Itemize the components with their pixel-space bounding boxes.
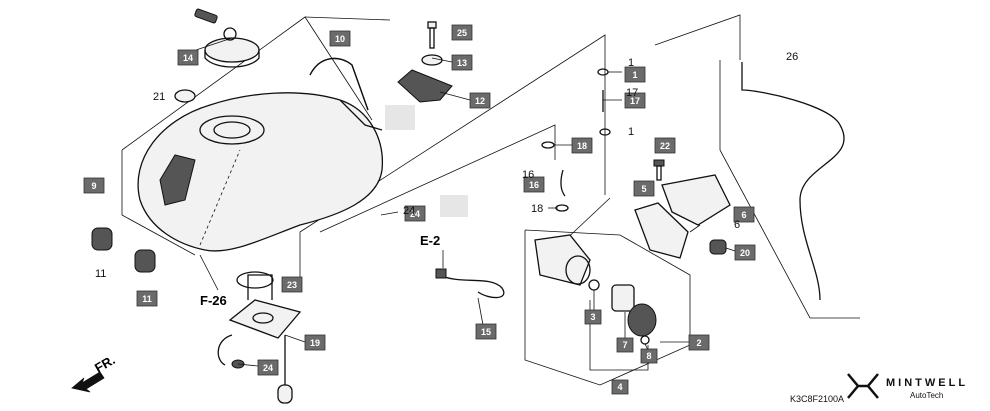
callout-24: 24 <box>403 205 415 217</box>
brand-logo: MINTWELL AutoTech <box>847 373 968 400</box>
grommet <box>174 89 196 103</box>
svg-text:FR.: FR. <box>92 352 118 375</box>
svg-text:24: 24 <box>410 209 420 219</box>
brand-mark-icon <box>847 373 879 399</box>
fuel-pump-unit <box>217 274 302 404</box>
badge-6: 6 <box>733 206 755 223</box>
badge-20: 20 <box>734 244 756 261</box>
rubber-cushion <box>709 239 727 255</box>
svg-text:AutoTech: AutoTech <box>910 391 943 400</box>
badge-15: 15 <box>475 323 497 340</box>
svg-text:19: 19 <box>310 338 320 348</box>
badge-11: 11 <box>136 290 158 307</box>
badge-9: 9 <box>83 177 105 194</box>
badge-13: 13 <box>451 54 473 71</box>
callout-17: 17 <box>626 87 638 99</box>
svg-text:13: 13 <box>457 58 467 68</box>
reference-e2: E-2 <box>420 233 440 248</box>
badge-22: 22 <box>654 137 676 154</box>
svg-text:25: 25 <box>457 28 467 38</box>
rubber-dampers <box>91 227 156 273</box>
svg-text:16: 16 <box>529 180 539 190</box>
badge-1: 1 <box>624 66 646 83</box>
badge-4: 4 <box>611 379 629 395</box>
callout-18: 18 <box>531 203 543 215</box>
callout-1-lower: 1 <box>628 126 634 138</box>
svg-text:22: 22 <box>660 141 670 151</box>
svg-text:11: 11 <box>142 294 152 304</box>
badge-24-upper: 24 <box>404 205 426 222</box>
callout-6: 6 <box>734 219 740 231</box>
badge-23: 23 <box>281 276 303 293</box>
svg-text:10: 10 <box>335 34 345 44</box>
svg-text:4: 4 <box>617 382 622 392</box>
badge-2: 2 <box>688 334 710 351</box>
svg-text:6: 6 <box>741 210 746 220</box>
breather-tube <box>741 62 845 301</box>
svg-text:1: 1 <box>632 70 637 80</box>
svg-text:5: 5 <box>641 184 646 194</box>
svg-text:15: 15 <box>481 327 491 337</box>
badge-25: 25 <box>451 24 473 41</box>
badge-17: 17 <box>624 92 646 109</box>
hatched-areas <box>385 105 468 217</box>
svg-text:12: 12 <box>475 96 485 106</box>
fuel-filter-assembly <box>534 234 657 345</box>
bolt <box>653 159 665 181</box>
svg-text:MINTWELL: MINTWELL <box>886 377 968 389</box>
hose-with-clips <box>597 68 611 136</box>
callout-16: 16 <box>522 169 534 181</box>
svg-text:17: 17 <box>630 96 640 106</box>
fuel-cap <box>194 8 260 68</box>
diagram-code: K3C8F2100A <box>790 394 844 404</box>
svg-text:2: 2 <box>696 338 701 348</box>
fuel-tank <box>137 92 384 252</box>
badge-12: 12 <box>469 92 491 109</box>
svg-text:8: 8 <box>646 351 651 361</box>
svg-text:18: 18 <box>577 141 587 151</box>
badge-leader-lines <box>195 37 739 367</box>
badge-10: 10 <box>329 30 351 47</box>
svg-text:20: 20 <box>740 248 750 258</box>
badge-8: 8 <box>640 348 658 364</box>
bolt-and-bracket <box>397 21 453 103</box>
svg-text:24: 24 <box>263 363 273 373</box>
badge-3: 3 <box>584 309 602 325</box>
callout-11: 11 <box>95 268 106 280</box>
badge-16: 16 <box>523 176 545 193</box>
canister-bracket-and-cover <box>634 174 731 259</box>
reference-f26: F-26 <box>200 293 227 308</box>
badge-18: 18 <box>571 137 593 154</box>
svg-text:23: 23 <box>287 280 297 290</box>
svg-text:9: 9 <box>91 181 96 191</box>
badge-14: 14 <box>177 49 199 66</box>
svg-text:14: 14 <box>183 53 193 63</box>
callout-21: 21 <box>153 91 165 103</box>
assembly-frame-lines <box>121 14 860 386</box>
o-ring <box>236 271 274 289</box>
badge-19: 19 <box>304 334 326 351</box>
callout-1-upper: 1 <box>628 57 634 69</box>
badge-24-lower: 24 <box>257 359 279 376</box>
badge-7: 7 <box>616 337 634 353</box>
svg-text:7: 7 <box>622 340 627 350</box>
svg-text:3: 3 <box>590 312 595 322</box>
front-direction-arrow: FR. <box>71 352 118 393</box>
badge-5: 5 <box>633 180 655 197</box>
fuel-hose <box>435 268 505 299</box>
callout-26: 26 <box>786 51 798 63</box>
